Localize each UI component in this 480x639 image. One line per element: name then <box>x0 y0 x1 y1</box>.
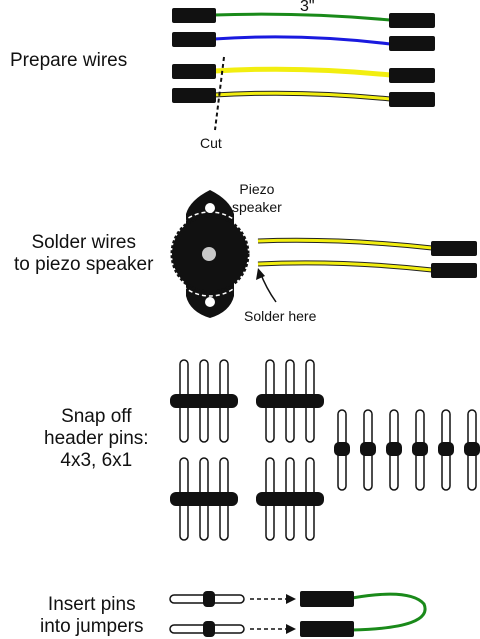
prepared-wires <box>172 8 435 131</box>
insert-arrow-1-head <box>286 594 296 604</box>
single-pin-body <box>412 442 428 456</box>
step-solder-label: Solder wires to piezo speaker <box>14 232 153 276</box>
connector-right-2 <box>389 36 435 51</box>
connector-right-1 <box>389 13 435 28</box>
piezo-center <box>202 247 216 261</box>
piezo-speaker-label: Piezo speaker <box>232 180 282 216</box>
piezo-connector-1 <box>431 241 477 256</box>
step-snap-label: Snap off header pins: 4x3, 6x1 <box>44 406 149 472</box>
mount-hole-top <box>205 203 215 213</box>
connector-right-3 <box>389 68 435 83</box>
solder-arrow-head <box>256 268 265 280</box>
connector-left-3 <box>172 64 216 79</box>
step-prepare-wires-label: Prepare wires <box>10 50 128 71</box>
jumper-wire-loop <box>351 592 427 632</box>
single-pin-body <box>464 442 480 456</box>
jumper-connector-2 <box>300 621 354 637</box>
step-snap-line3: 4x3, 6x1 <box>60 450 133 471</box>
header-strip-3pin <box>256 394 324 408</box>
piezo-lead-1-fill <box>257 238 433 250</box>
connector-right-4 <box>389 92 435 107</box>
header-strip-3pin <box>256 492 324 506</box>
header-strip-3pin <box>170 394 238 408</box>
mount-hole-bottom <box>205 297 215 307</box>
step-solder-line1: Solder wires <box>31 232 136 253</box>
blue-wire <box>213 35 391 46</box>
single-pin-body <box>334 442 350 456</box>
single-pin-body <box>360 442 376 456</box>
piezo-label-line1: Piezo <box>239 181 275 197</box>
step-insert-line1: Insert pins <box>47 594 136 615</box>
jumper-connector-1 <box>300 591 354 607</box>
single-pin-body <box>438 442 454 456</box>
yellow-wire-1-fill <box>213 67 391 77</box>
step-solder-line2: to piezo speaker <box>14 254 154 275</box>
step-insert-line2: into jumpers <box>40 616 144 637</box>
insert-pins-assembly <box>169 591 427 637</box>
piezo-disc-inner-ring <box>167 211 253 297</box>
insert-arrow-2-head <box>286 624 296 634</box>
wire-length-label: 3" <box>300 0 315 15</box>
piezo-lead-2-fill <box>257 261 433 272</box>
header-pins <box>170 359 480 541</box>
solder-here-label: Solder here <box>244 308 317 324</box>
header-strip-3pin <box>170 492 238 506</box>
step-snap-line2: header pins: <box>44 428 149 449</box>
loose-pin-2-body <box>203 621 215 637</box>
piezo-label-line2: speaker <box>232 199 282 215</box>
step-insert-label: Insert pins into jumpers <box>40 594 144 638</box>
loose-pin-1-body <box>203 591 215 607</box>
cut-label: Cut <box>200 135 222 151</box>
connector-left-2 <box>172 32 216 47</box>
step-snap-line1: Snap off <box>61 406 132 427</box>
piezo-assembly <box>167 190 477 318</box>
connector-left-1 <box>172 8 216 23</box>
piezo-connector-2 <box>431 263 477 278</box>
connector-left-4 <box>172 88 216 103</box>
yellow-wire-2-fill <box>213 91 391 101</box>
cut-line <box>214 56 225 131</box>
single-pin-body <box>386 442 402 456</box>
green-wire <box>213 12 391 22</box>
